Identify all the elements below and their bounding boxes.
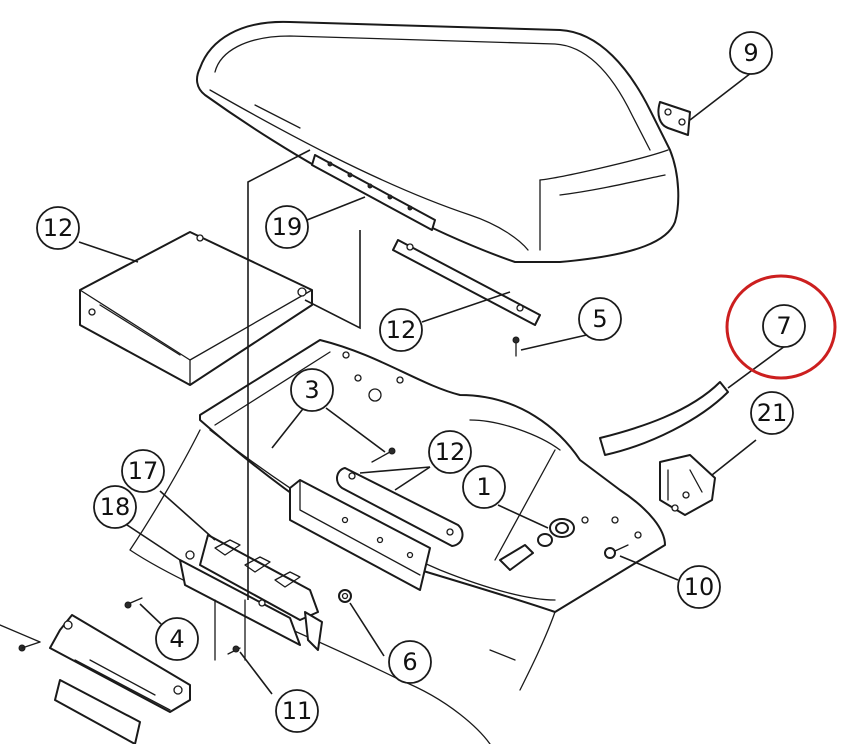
screw-4 <box>124 597 143 609</box>
callout-17: 17 <box>121 449 165 493</box>
leader-lines <box>78 72 786 695</box>
callout-12-mid-label: 12 <box>386 316 417 344</box>
screw-11 <box>227 645 241 655</box>
callout-7: 7 <box>762 304 806 348</box>
bracket-block <box>289 479 431 591</box>
callout-11-label: 11 <box>282 697 313 725</box>
mounting-bar <box>336 467 464 547</box>
callout-9-label: 9 <box>743 39 758 67</box>
hinge-strip <box>311 154 436 231</box>
callout-3-label: 3 <box>304 376 319 404</box>
weather-strip <box>599 381 729 456</box>
callout-3: 3 <box>290 368 334 412</box>
callout-18-label: 18 <box>100 493 131 521</box>
callout-6-label: 6 <box>402 648 417 676</box>
callout-6: 6 <box>388 640 432 684</box>
callout-1: 1 <box>462 465 506 509</box>
callout-12-center-label: 12 <box>435 438 466 466</box>
bolt-3 <box>371 447 396 463</box>
callout-5: 5 <box>578 297 622 341</box>
knob-assembly <box>499 518 575 571</box>
callout-12-left: 12 <box>36 206 80 250</box>
upper-bracket-strip <box>392 239 541 326</box>
callout-10: 10 <box>677 565 721 609</box>
callout-21-label: 21 <box>757 399 788 427</box>
screw-5 <box>512 336 520 357</box>
callout-11: 11 <box>275 689 319 733</box>
callout-19: 19 <box>265 205 309 249</box>
hinge-plate-9 <box>657 101 691 136</box>
screw-10 <box>604 544 629 559</box>
front-handle <box>0 614 191 744</box>
latch-assembly <box>179 534 323 661</box>
callout-9: 9 <box>729 31 773 75</box>
guide-lines <box>247 149 361 600</box>
callout-4-label: 4 <box>169 625 184 653</box>
callout-17-label: 17 <box>128 457 159 485</box>
left-side-panel <box>79 231 313 386</box>
callout-12-center: 12 <box>428 430 472 474</box>
callout-4: 4 <box>155 617 199 661</box>
callout-18: 18 <box>93 485 137 529</box>
nut-6 <box>338 589 352 603</box>
callout-1-label: 1 <box>476 473 491 501</box>
callout-21: 21 <box>750 391 794 435</box>
callout-7-label: 7 <box>776 312 791 340</box>
callout-19-label: 19 <box>272 213 303 241</box>
callout-5-label: 5 <box>592 305 607 333</box>
lid <box>196 20 680 263</box>
hinge-bracket <box>659 454 716 516</box>
callout-12-mid: 12 <box>379 308 423 352</box>
callout-12-left-label: 12 <box>43 214 74 242</box>
highlight-ring <box>725 274 837 380</box>
callout-10-label: 10 <box>684 573 715 601</box>
